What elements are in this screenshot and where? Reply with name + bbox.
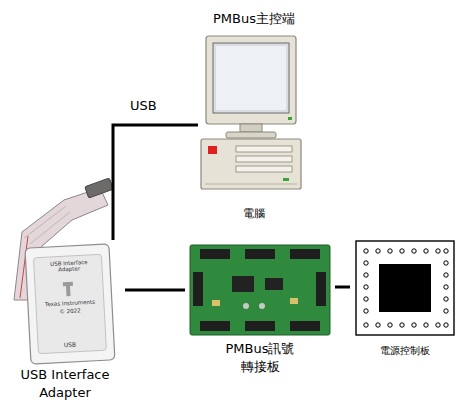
port-label: USB — [50, 341, 90, 350]
computer-illustration — [201, 36, 301, 189]
manufacturer-label: Texas Instruments — [42, 299, 98, 308]
copyright-label: © 2022 — [50, 307, 90, 315]
device-label: USB Interface Adapter — [44, 259, 95, 274]
connector-line — [125, 290, 185, 291]
connector-line — [113, 125, 198, 240]
power-control-board — [356, 241, 454, 335]
pmbus-adapter-board — [190, 245, 330, 335]
usb-adapter-illustration — [25, 244, 115, 364]
node-text: PMBus主控端 — [198, 10, 310, 28]
node-text: 電源控制板 — [350, 344, 460, 358]
connector-label: USB — [130, 98, 157, 114]
connector-line — [335, 287, 350, 288]
node-text: PMBus訊號 轉接板 — [218, 340, 302, 375]
node-text: 電腦 — [198, 207, 310, 222]
power-board-node: 電源控制板 — [350, 236, 460, 366]
signal-board-node: PMBus訊號 轉接板 — [185, 240, 335, 385]
computer-node: PMBus主控端電腦 — [198, 4, 310, 226]
node-text: USB Interface Adapter — [5, 366, 125, 401]
